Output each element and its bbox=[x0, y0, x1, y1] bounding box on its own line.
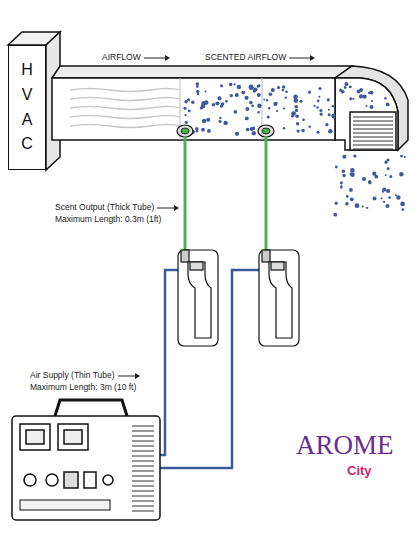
scent-tube bbox=[184, 136, 187, 250]
tube-spec-wrap: Maximum Length: 3m (10 ft) bbox=[30, 382, 136, 393]
duct-elbow-side bbox=[335, 66, 408, 150]
tube-spec: Maximum Length: 0.3m (1ft) bbox=[55, 214, 161, 224]
scent-particles bbox=[183, 82, 406, 217]
scent-tube bbox=[265, 136, 268, 250]
duct-port bbox=[177, 125, 193, 137]
arrow-icon bbox=[118, 372, 140, 380]
logo-text-wrap: AROME bbox=[296, 432, 394, 459]
arrow-icon bbox=[144, 54, 170, 62]
hvac-unit: HVAC bbox=[8, 45, 46, 170]
flow-label-wrap: AIRFLOW bbox=[102, 52, 170, 63]
flow-label-wrap: SCENTED AIRFLOW bbox=[205, 52, 315, 63]
tube-label-wrap: Scent Output (Thick Tube) bbox=[55, 202, 179, 213]
flow-label: AIRFLOW bbox=[102, 52, 141, 62]
arrow-icon bbox=[157, 204, 179, 212]
machine-vents bbox=[132, 426, 154, 511]
grill bbox=[350, 112, 396, 150]
flow-label: SCENTED AIRFLOW bbox=[205, 52, 286, 62]
logo-text: AROME bbox=[296, 430, 394, 460]
tube-label: Air Supply (Thin Tube) bbox=[30, 370, 115, 380]
tube-spec-wrap: Maximum Length: 0.3m (1ft) bbox=[55, 214, 161, 225]
logo-subtext: City bbox=[347, 463, 372, 478]
tube-label-wrap: Air Supply (Thin Tube) bbox=[30, 370, 140, 381]
airflow-lines bbox=[70, 89, 180, 128]
unit-label: HVAC bbox=[19, 58, 35, 157]
diffuser-bottle bbox=[178, 250, 218, 346]
duct-port bbox=[181, 128, 189, 134]
air-pump-machine bbox=[12, 400, 160, 520]
diffuser-bottle bbox=[259, 250, 299, 346]
duct-front bbox=[52, 78, 335, 140]
logo-subtext-wrap: City bbox=[347, 464, 372, 477]
grill-slats bbox=[353, 117, 393, 149]
duct-port bbox=[262, 128, 270, 134]
tube-label: Scent Output (Thick Tube) bbox=[55, 202, 154, 212]
tube-spec: Maximum Length: 3m (10 ft) bbox=[30, 382, 136, 392]
duct-top bbox=[52, 66, 352, 78]
duct-elbow bbox=[335, 78, 398, 150]
duct-port bbox=[258, 125, 274, 137]
arrow-icon bbox=[289, 54, 315, 62]
